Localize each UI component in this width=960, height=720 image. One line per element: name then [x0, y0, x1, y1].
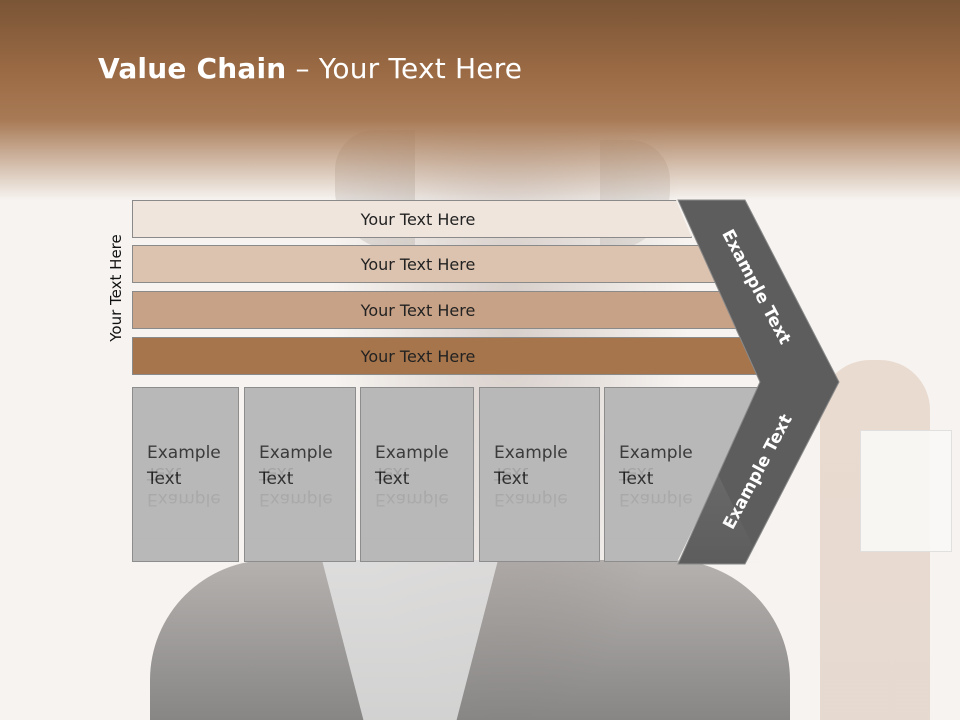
cell-line-1: Example [375, 440, 449, 466]
header-band [0, 0, 960, 200]
cell-line-1: Example [259, 489, 333, 509]
slide-title: Value Chain – Your Text Here [98, 52, 522, 85]
cell-line-1: Example [375, 489, 449, 509]
cell-line-1: Example [147, 489, 221, 509]
value-chain-row-1: Your Text Here [132, 200, 692, 238]
row-label: Your Text Here [360, 346, 476, 366]
cell-line-2: Text [259, 463, 294, 483]
row-label: Your Text Here [360, 209, 476, 229]
title-bold: Value Chain [98, 52, 287, 85]
cell-line-2: Text [375, 463, 410, 483]
cell-line-2: Text [619, 466, 693, 492]
title-rest: – Your Text Here [286, 52, 523, 85]
cell-line-2: Text [494, 466, 568, 492]
cell-line-1: Example [494, 489, 568, 509]
value-chain-row-2: Your Text Here [132, 245, 717, 283]
cell-line-2: Text [147, 463, 182, 483]
cell-line-2: Text [259, 466, 333, 492]
cell-line-1: Example [619, 440, 693, 466]
cell-line-1: Example [494, 440, 568, 466]
background-photo-card [860, 430, 952, 552]
cell-line-1: Example [619, 489, 693, 509]
cell-line-2: Text [375, 466, 449, 492]
row-label: Your Text Here [360, 254, 476, 274]
row-label: Your Text Here [360, 300, 476, 320]
chevron-shape [677, 199, 840, 565]
cell-line-2: Text [494, 463, 529, 483]
value-chain-row-3: Your Text Here [132, 291, 740, 329]
cell-line-2: Text [147, 466, 221, 492]
cell-line-2: Text [619, 463, 654, 483]
cell-line-1: Example [147, 440, 221, 466]
value-chain-row-4: Your Text Here [132, 337, 766, 375]
cell-line-1: Example [259, 440, 333, 466]
